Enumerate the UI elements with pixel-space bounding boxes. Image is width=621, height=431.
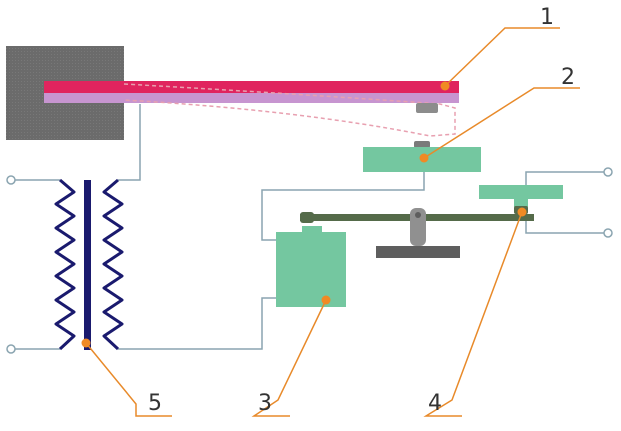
callout-line-3	[251, 299, 327, 417]
callout-dots	[81, 81, 527, 348]
terminal-left-top	[6, 175, 16, 185]
moving-contact	[416, 103, 438, 113]
pivot-base	[376, 246, 460, 258]
callout-label-1: 1	[540, 5, 554, 30]
heater-block-top	[302, 226, 322, 234]
callouts	[85, 27, 580, 417]
callout-label-3: 3	[258, 391, 272, 416]
fixed-contact-top	[414, 141, 430, 148]
transformer-windings	[54, 178, 124, 351]
bimetal-strip	[44, 81, 459, 103]
terminal-right-bottom	[603, 228, 613, 238]
right-contact-stem	[514, 199, 528, 207]
terminals	[6, 167, 613, 354]
terminal-left-bottom	[6, 344, 16, 354]
callout-label-2: 2	[561, 65, 575, 90]
winding-right	[102, 178, 124, 351]
callout-label-4: 4	[428, 391, 442, 416]
transformer-core	[84, 180, 91, 350]
winding-left	[54, 178, 76, 351]
lever-left-tip	[300, 212, 314, 223]
callout-line-5	[85, 342, 172, 417]
pivot	[410, 208, 426, 246]
callout-line-1	[444, 27, 560, 87]
heater-block	[276, 232, 346, 307]
terminal-right-top	[603, 167, 613, 177]
right-contact-block	[479, 185, 563, 199]
callout-line-2	[423, 87, 580, 159]
callout-label-5: 5	[148, 391, 162, 416]
callout-line-4	[423, 211, 523, 417]
deflected-strip-outline	[123, 83, 456, 137]
